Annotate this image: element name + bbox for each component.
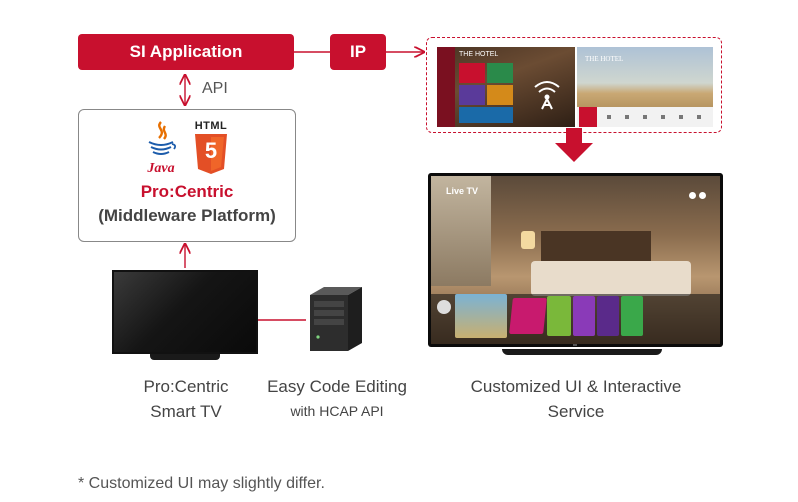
html5-mark: 5 (204, 138, 218, 163)
api-label: API (202, 80, 228, 97)
java-label: Java (147, 161, 175, 176)
launcher-purple-tile (573, 296, 595, 336)
preview-2-dots (607, 115, 707, 119)
customized-ui-label: Customized UI & Interactive Service (440, 377, 712, 422)
preview-1-tile-c (459, 85, 485, 105)
tv-corner-icons (689, 186, 706, 204)
ip-box: IP (330, 34, 386, 70)
footnote: * Customized UI may slightly differ. (78, 475, 325, 492)
launcher-magenta-tile (509, 298, 547, 334)
launcher-green-tile (547, 296, 571, 336)
preview-screen-2: THE HOTEL (577, 47, 713, 127)
preview-1-tile-b (487, 63, 513, 83)
interactive-tv-stand (502, 349, 662, 355)
java-logo: Java (143, 120, 179, 176)
html5-logo: HTML 5 (191, 120, 231, 176)
smart-tv-line2: Smart TV (150, 402, 222, 421)
room-lamp (521, 231, 535, 249)
launcher-home-tile (437, 300, 451, 314)
html5-shield-icon (195, 134, 227, 174)
preview-screen-1: THE HOTEL (437, 47, 575, 127)
preview-2-hotel-name: THE HOTEL (585, 55, 624, 63)
live-tv-label: Live TV (446, 186, 479, 196)
java-cup-icon (148, 121, 177, 155)
smart-tv-line1: Pro:Centric (143, 377, 229, 396)
tv-stand (150, 354, 220, 360)
preview-1-tile-a (459, 63, 485, 83)
preview-1-menu (437, 47, 455, 127)
preview-1-tile-e (459, 107, 513, 123)
tv-logo-dot (573, 344, 577, 346)
code-editing-label: Easy Code Editing with HCAP API (256, 377, 418, 419)
si-application-label: SI Application (129, 42, 243, 61)
ui-preview-container: THE HOTEL THE HOTEL (426, 37, 722, 133)
preview-1-tile-d (487, 85, 513, 105)
room-window (431, 176, 491, 286)
launcher-violet-tile (597, 296, 619, 336)
launcher-lime-tile (621, 296, 643, 336)
tv-room-scene: Live TV (431, 176, 720, 344)
si-application-box: SI Application (78, 34, 294, 70)
html5-label: HTML (194, 120, 228, 132)
middleware-platform-box: Java HTML 5 Pro:Centric (Middleware Plat… (78, 109, 296, 242)
preview-1-hotel-name: THE HOTEL (459, 51, 499, 58)
ip-label: IP (349, 42, 367, 61)
preview-2-selected-tile (579, 107, 597, 127)
wifi-icon (534, 81, 560, 110)
tv-screen (112, 270, 258, 354)
middleware-subtitle: (Middleware Platform) (98, 206, 276, 225)
interactive-tv-image: Live TV (428, 173, 723, 347)
code-editing-line1: Easy Code Editing (267, 377, 407, 396)
preview-down-arrow (555, 128, 593, 162)
customized-ui-line1: Customized UI & Interactive (470, 377, 682, 396)
server-icon (304, 285, 366, 355)
smart-tv-label: Pro:Centric Smart TV (120, 377, 252, 422)
room-bed (531, 261, 691, 296)
smart-tv-image (112, 270, 258, 364)
procentric-title: Pro:Centric (140, 182, 234, 201)
code-editing-line2: with HCAP API (290, 403, 384, 419)
customized-ui-line2: Service (547, 402, 605, 421)
launcher-photo-tile (455, 294, 507, 338)
